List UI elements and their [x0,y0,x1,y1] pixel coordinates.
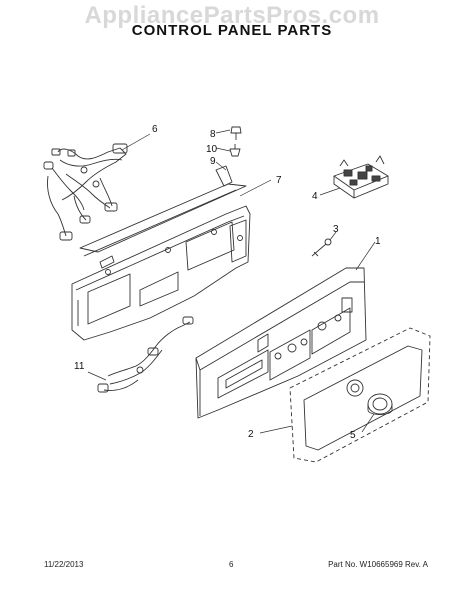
console-front-panel [289,327,431,463]
callout-1: 1 [375,236,381,247]
watermark-text: AppliancePartsPros.com [84,2,380,29]
callout-11: 11 [74,361,85,372]
screw-and-clip [229,126,242,157]
callout-10: 10 [206,144,218,155]
wire-harness [43,143,128,241]
callout-6: 6 [152,124,158,135]
callout-3: 3 [333,224,339,235]
control-board [333,155,389,199]
selector-knob [367,393,393,415]
callout-8: 8 [210,129,216,140]
callout-4: 4 [312,191,318,202]
mounting-screw [311,238,332,257]
footer-part-number: Part No. W10665969 Rev. A [328,560,428,569]
footer-date: 11/22/2013 [44,560,84,569]
small-wire-harness [97,316,194,393]
callout-2: 2 [248,429,254,440]
page-title: CONTROL PANEL PARTS [131,22,333,39]
callout-5: 5 [350,430,356,441]
backsplash-panel [71,165,251,341]
callout-7: 7 [276,175,282,186]
callout-9: 9 [210,156,216,167]
footer-page-number: 6 [229,560,234,569]
console-housing [195,267,367,419]
